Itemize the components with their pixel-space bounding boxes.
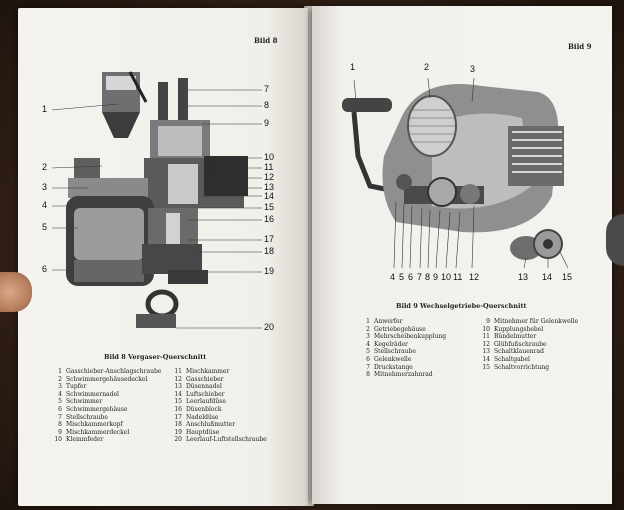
callout-3: 3	[470, 64, 476, 74]
carburetor-illustration	[51, 71, 262, 329]
callout-16: 16	[264, 214, 275, 224]
book-spine	[304, 6, 314, 506]
callout-3: 3	[42, 182, 48, 192]
callout-8: 8	[264, 100, 270, 110]
callout-4: 4	[390, 272, 396, 282]
callout-17: 17	[264, 234, 275, 244]
callout-5: 5	[399, 272, 405, 282]
callout-6: 6	[42, 264, 48, 274]
callout-19: 19	[264, 266, 275, 276]
callout-14: 14	[542, 272, 553, 282]
callout-8: 8	[425, 272, 431, 282]
thumb	[0, 272, 32, 312]
callout-9: 9	[264, 118, 270, 128]
right-page: Bild 9	[312, 6, 612, 504]
callout-10: 10	[441, 272, 452, 282]
callout-2: 2	[424, 62, 430, 72]
callout-15: 15	[264, 202, 275, 212]
dark-object-edge	[606, 214, 624, 266]
callout-10: 10	[264, 152, 275, 162]
callout-7: 7	[264, 84, 270, 94]
callout-13: 13	[518, 272, 529, 282]
figure-caption-9: Bild 9 Wechselgetriebe-Querschnitt	[396, 302, 527, 310]
callout-1: 1	[350, 62, 356, 72]
callout-13: 13	[264, 182, 275, 192]
callout-12: 12	[264, 172, 275, 182]
left-page-label: Bild 8	[254, 36, 278, 45]
right-page-label: Bild 9	[568, 42, 592, 51]
callout-20: 20	[264, 322, 275, 332]
callout-7: 7	[417, 272, 423, 282]
callout-11: 11	[264, 162, 274, 172]
figure-caption-8: Bild 8 Vergaser-Querschnitt	[104, 353, 207, 361]
callout-4: 4	[42, 200, 48, 210]
left-page: Bild 8	[18, 8, 308, 506]
gearbox-illustration	[342, 77, 569, 269]
callout-2: 2	[42, 162, 48, 172]
callout-1: 1	[42, 104, 48, 114]
callout-9: 9	[433, 272, 439, 282]
callout-14: 14	[264, 191, 275, 201]
callout-18: 18	[264, 246, 275, 256]
callout-6: 6	[408, 272, 414, 282]
callout-5: 5	[42, 222, 48, 232]
callout-11: 11	[453, 272, 463, 282]
callout-12: 12	[469, 272, 480, 282]
callout-15: 15	[562, 272, 573, 282]
